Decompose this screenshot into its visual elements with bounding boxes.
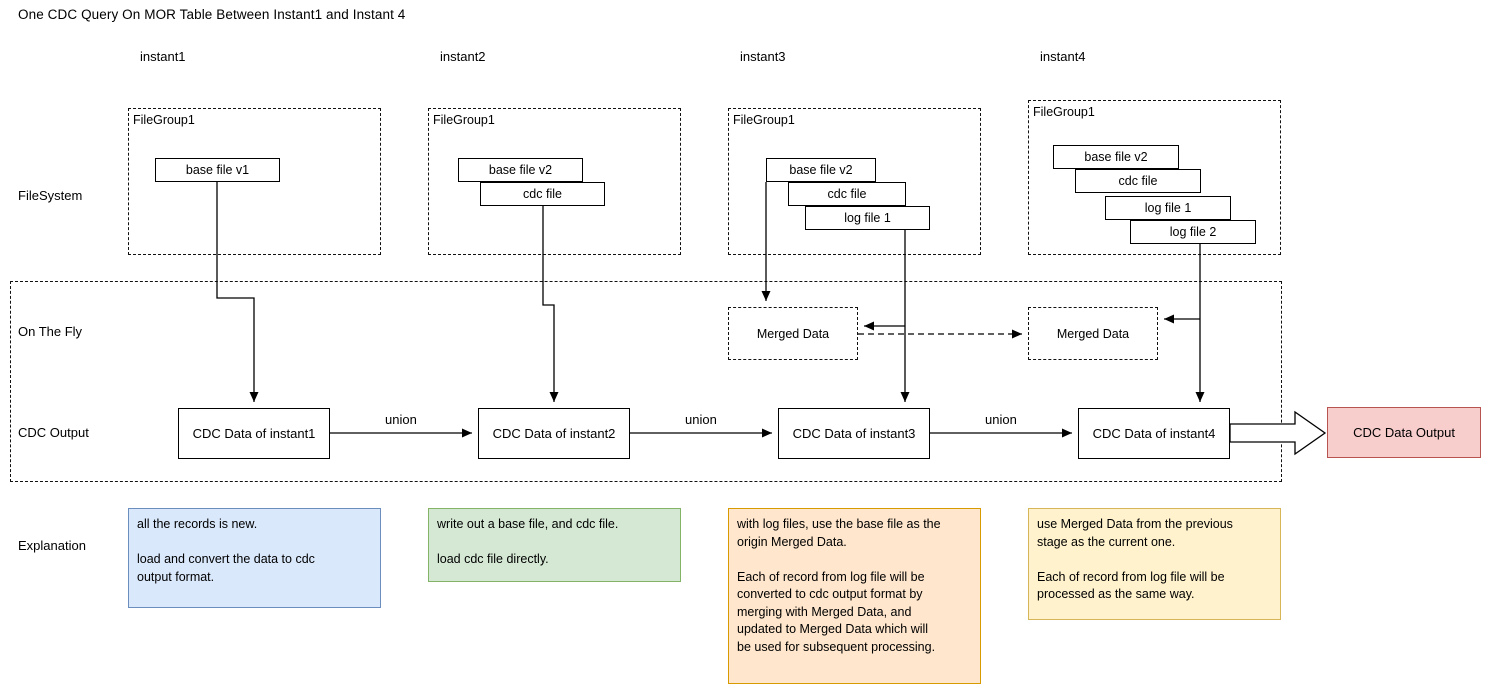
row-label-filesystem: FileSystem <box>18 188 83 203</box>
explanation-instant3: with log files, use the base file as the… <box>728 508 981 684</box>
cdc-data-instant4: CDC Data of instant4 <box>1078 408 1230 459</box>
explanation-instant4: use Merged Data from the previous stage … <box>1028 508 1281 620</box>
union-label-3: union <box>985 412 1017 427</box>
merged-data-instant4: Merged Data <box>1028 307 1158 360</box>
cdc-data-instant2: CDC Data of instant2 <box>478 408 630 459</box>
filegroup-title: FileGroup1 <box>433 113 495 127</box>
page-title: One CDC Query On MOR Table Between Insta… <box>18 7 406 22</box>
column-label-instant1: instant1 <box>140 49 186 64</box>
file-base-file-v2: base file v2 <box>458 158 583 182</box>
file-cdc-file: cdc file <box>1075 169 1201 193</box>
pipeline-band <box>10 281 1282 482</box>
filegroup-title: FileGroup1 <box>1033 105 1095 119</box>
file-log-file-1: log file 1 <box>805 206 930 230</box>
file-cdc-file: cdc file <box>788 182 906 206</box>
filegroup-instant4: FileGroup1 <box>1028 100 1281 255</box>
explanation-instant2: write out a base file, and cdc file. loa… <box>428 508 681 582</box>
cdc-data-output-box: CDC Data Output <box>1327 407 1481 458</box>
column-label-instant3: instant3 <box>740 49 786 64</box>
file-log-file-2: log file 2 <box>1130 220 1256 244</box>
file-cdc-file: cdc file <box>480 182 605 206</box>
file-base-file-v2: base file v2 <box>1053 145 1179 169</box>
cdc-data-instant3: CDC Data of instant3 <box>778 408 930 459</box>
row-label-explanation: Explanation <box>18 538 86 553</box>
column-label-instant4: instant4 <box>1040 49 1086 64</box>
row-label-cdc-output: CDC Output <box>18 425 89 440</box>
column-label-instant2: instant2 <box>440 49 486 64</box>
filegroup-title: FileGroup1 <box>733 113 795 127</box>
filegroup-title: FileGroup1 <box>133 113 195 127</box>
file-base-file-v1: base file v1 <box>155 158 280 182</box>
filegroup-instant3: FileGroup1 <box>728 108 981 255</box>
cdc-data-instant1: CDC Data of instant1 <box>178 408 330 459</box>
file-log-file-1: log file 1 <box>1105 196 1231 220</box>
union-label-2: union <box>685 412 717 427</box>
merged-data-instant3: Merged Data <box>728 307 858 360</box>
explanation-instant1: all the records is new. load and convert… <box>128 508 381 608</box>
union-label-1: union <box>385 412 417 427</box>
file-base-file-v2: base file v2 <box>766 158 876 182</box>
row-label-on-the-fly: On The Fly <box>18 324 83 339</box>
